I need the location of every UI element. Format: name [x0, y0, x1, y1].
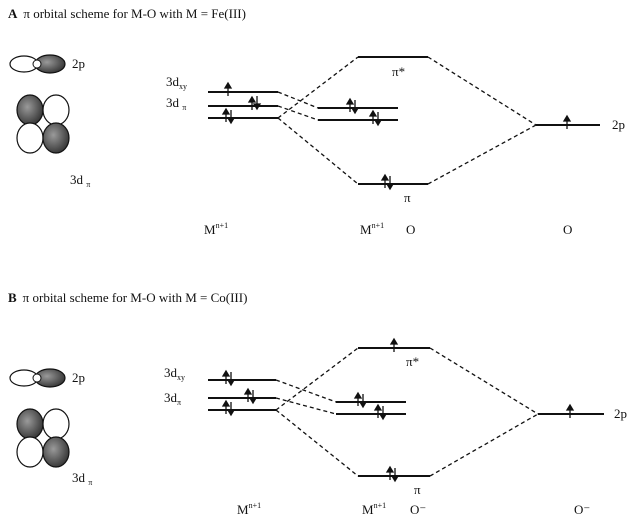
- panel-a-title-text: π orbital scheme for M-O with M = Fe(III…: [23, 6, 246, 21]
- orbital-3d-label-a: 3d π: [70, 172, 91, 189]
- level-3dpi-label-b: 3dπ: [164, 390, 182, 407]
- p-orbital-icon-b: [9, 368, 66, 388]
- metal-mid-sup-a: n+1: [371, 221, 385, 230]
- metal-left-base-b: M: [237, 502, 249, 517]
- 2p-right-label-b: 2p: [614, 406, 627, 421]
- metal-left-base-a: M: [204, 222, 216, 237]
- orbital-2p-label-a: 2p: [72, 56, 85, 71]
- metal-left-label-a: Mn+1: [204, 221, 229, 238]
- metal-mid-base-a: M: [360, 222, 372, 237]
- 2p-right-label-a: 2p: [612, 117, 625, 132]
- level-3dpi-sub-a: π: [182, 103, 187, 112]
- panel-b-title-text: π orbital scheme for M-O with M = Co(III…: [22, 290, 248, 305]
- metal-mid-base-b: M: [362, 502, 374, 517]
- level-3dpi-base-b: 3d: [164, 390, 177, 405]
- electrons-a: [221, 81, 572, 191]
- d-orbital-icon-b: [16, 408, 70, 468]
- level-3dpi-sub-b: π: [177, 398, 182, 407]
- panel-b-letter: B: [8, 290, 17, 305]
- orbital-3d-sub-b: π: [88, 478, 93, 487]
- orbital-3d-base-b: 3d: [72, 470, 85, 485]
- electrons-b: [221, 337, 575, 483]
- metal-mid-label-b: Mn+1: [362, 501, 387, 518]
- correlation-lines-b: [275, 347, 539, 477]
- level-3dxy-label-b: 3dxy: [164, 365, 185, 382]
- pi-label-b: π: [414, 482, 421, 497]
- level-3dpi-base-a: 3d: [166, 95, 179, 110]
- panel-a-letter: A: [8, 6, 18, 21]
- oxo-mid-label-b: O⁻: [410, 502, 427, 517]
- metal-left-sup-b: n+1: [248, 501, 262, 510]
- metal-mid-label-a: Mn+1: [360, 221, 385, 238]
- metal-left-sup-a: n+1: [215, 221, 229, 230]
- orbital-3d-base-a: 3d: [70, 172, 83, 187]
- orbital-2p-label-b: 2p: [72, 370, 85, 385]
- p-orbital-icon-a: [9, 54, 66, 74]
- correlation-lines-a: [277, 56, 537, 185]
- level-3dxy-base-a: 3d: [166, 74, 179, 89]
- d-orbital-icon-a: [16, 94, 70, 154]
- level-3dxy-sub-a: xy: [179, 82, 187, 91]
- level-3dpi-label-a: 3d π: [166, 95, 187, 112]
- oxo-mid-label-a: O: [406, 222, 416, 237]
- pistar-label-b: π*: [406, 354, 420, 369]
- level-3dxy-base-b: 3d: [164, 365, 177, 380]
- level-3dxy-label-a: 3dxy: [166, 74, 187, 91]
- orbital-3d-sub-a: π: [86, 180, 91, 189]
- energy-levels-a: [208, 56, 600, 185]
- oxo-right-label-a: O: [563, 222, 573, 237]
- pi-label-a: π: [404, 190, 411, 205]
- oxo-right-label-b: O⁻: [574, 502, 591, 517]
- pistar-label-a: π*: [392, 64, 406, 79]
- metal-left-label-b: Mn+1: [237, 501, 262, 518]
- metal-mid-sup-b: n+1: [373, 501, 387, 510]
- level-3dxy-sub-b: xy: [177, 373, 185, 382]
- orbital-3d-label-b: 3d π: [72, 470, 93, 487]
